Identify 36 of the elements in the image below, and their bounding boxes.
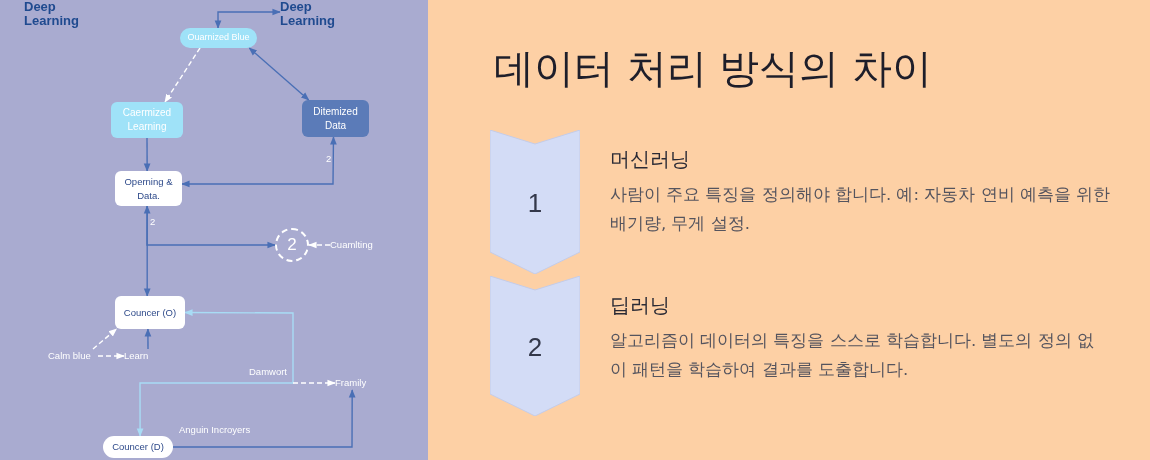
step-description: 사람이 주요 특징을 정의해야 합니다. 예: 자동차 연비 예측을 위한 배기량, 무게 설정. (610, 184, 1110, 235)
arrow (214, 8, 281, 29)
arrow (146, 205, 276, 249)
node-label: Framily (335, 376, 375, 390)
step-number: 2 (526, 331, 544, 364)
arrow (164, 47, 201, 103)
edge-label: Anguin Incroyers (178, 424, 252, 436)
step-description: 알고리즘이 데이터의 특징을 스스로 학습합니다. 별도의 정의 없이 패턴을 학습하여 결과를 도출합니다. (610, 330, 1095, 381)
arrow (97, 352, 125, 360)
edge-label: 2 (325, 153, 333, 165)
arrow (144, 328, 152, 350)
arrow (248, 47, 310, 101)
pill-node: Councer (D) (103, 436, 173, 458)
arrow (172, 389, 356, 448)
step-heading: 딥러닝 (610, 292, 670, 318)
process-box: Caermized Learning (111, 102, 183, 138)
arrow (308, 241, 331, 249)
node-label: Learn (124, 349, 154, 363)
step-number: 1 (526, 187, 544, 220)
slide-title: 데이터 처리 방식의 차이 (494, 44, 933, 93)
heading-text: Deep Learning (280, 0, 332, 30)
arrow (136, 309, 294, 437)
heading-text: Deep Learning (24, 0, 76, 28)
edge-label: 2 (149, 216, 157, 228)
arrow (92, 328, 118, 350)
arrow (292, 379, 336, 387)
pill-node: Ouarnized Blue (180, 28, 257, 48)
process-box: Ditemized Data (302, 100, 369, 137)
node-label: Cuamlting (330, 238, 386, 252)
arrow (181, 136, 337, 188)
step-heading: 머신러닝 (610, 146, 690, 172)
arrow (143, 137, 151, 172)
node-label: Calm blue (48, 349, 98, 363)
process-box: Operning & Data. (115, 171, 182, 206)
process-box: Councer (O) (115, 296, 185, 329)
edge-label: Damwort (248, 366, 288, 378)
